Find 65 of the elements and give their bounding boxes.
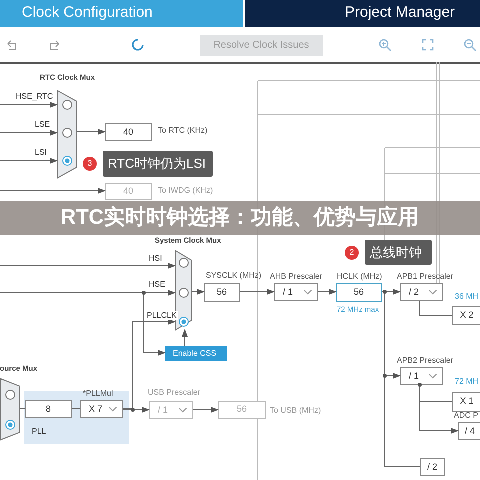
- arrow: [76, 129, 106, 135]
- signal-label: HSI: [148, 254, 164, 263]
- connector-line: [382, 292, 420, 468]
- value-field: 56: [218, 401, 266, 419]
- frequency-note: 72 MH: [455, 377, 479, 386]
- arrow: [122, 407, 150, 413]
- value-field: 40: [105, 123, 152, 141]
- dropdown: / 1: [400, 367, 443, 385]
- signal-label: HSE: [148, 280, 166, 289]
- enable-button: Enable CSS: [165, 346, 227, 361]
- arrow: [240, 289, 275, 295]
- frequency-note: 36 MH: [455, 292, 479, 301]
- arrow: [420, 384, 459, 434]
- field-label: HCLK (MHz): [337, 272, 382, 281]
- dropdown: / 1: [274, 283, 318, 301]
- tooltip-text: RTC时钟仍为LSI: [103, 151, 213, 177]
- arrow: [144, 292, 166, 356]
- connector-line: [72, 408, 80, 410]
- signal-label: LSI: [34, 148, 48, 157]
- arrow: [0, 263, 176, 269]
- tooltip-text: 总线时钟: [365, 240, 432, 265]
- connector-line: [420, 300, 452, 316]
- value-field: 8: [25, 400, 72, 418]
- arrow: [0, 102, 58, 108]
- output-label: To USB (MHz): [270, 406, 322, 415]
- dropdown: / 2: [400, 283, 443, 301]
- dropdown: / 1: [149, 401, 193, 419]
- arrow: [0, 158, 58, 164]
- arrow: [0, 188, 106, 194]
- pll-panel: [24, 391, 129, 444]
- arrow: [0, 290, 176, 296]
- arrow: [182, 329, 188, 346]
- output-label: To IWDG (KHz): [158, 186, 214, 195]
- field-label: ADC P: [454, 411, 478, 420]
- signal-label: PLLCLK: [146, 311, 178, 320]
- arrow: [318, 289, 337, 295]
- value-field: 56: [336, 283, 382, 302]
- field-label: AHB Prescaler: [270, 272, 322, 281]
- arrow: [0, 130, 58, 136]
- field-label: *PLLMul: [83, 389, 114, 398]
- field-label: APB1 Prescaler: [397, 272, 454, 281]
- signal-label: LSE: [34, 120, 52, 129]
- signal-label: HSE_RTC: [15, 92, 54, 101]
- dropdown: X 7: [80, 400, 123, 418]
- number-badge: 3: [83, 157, 97, 171]
- value-field: X 1: [452, 392, 480, 412]
- value-field: / 2: [420, 458, 445, 476]
- field-label: APB2 Prescaler: [397, 356, 454, 365]
- resolve-button: Resolve Clock Issues: [200, 35, 323, 56]
- field-label: USB Prescaler: [148, 388, 200, 397]
- value-field: X 2: [452, 306, 480, 325]
- number-badge: 2: [345, 246, 359, 260]
- tab: Clock Configuration: [0, 0, 243, 27]
- arrow: [192, 289, 205, 295]
- value-field: / 4: [458, 422, 480, 440]
- connector-line: [20, 408, 26, 410]
- title-banner: RTC实时时钟选择：功能、优势与应用: [0, 201, 480, 235]
- field-label: SYSCLK (MHz): [206, 271, 262, 280]
- panel-label: PLL: [32, 427, 46, 436]
- value-field: 40: [105, 183, 152, 200]
- arrow: [122, 319, 176, 410]
- arrow: [192, 407, 219, 413]
- tab: Project Manager: [243, 0, 480, 27]
- value-field: 56: [204, 283, 240, 302]
- output-label: To RTC (KHz): [158, 126, 208, 135]
